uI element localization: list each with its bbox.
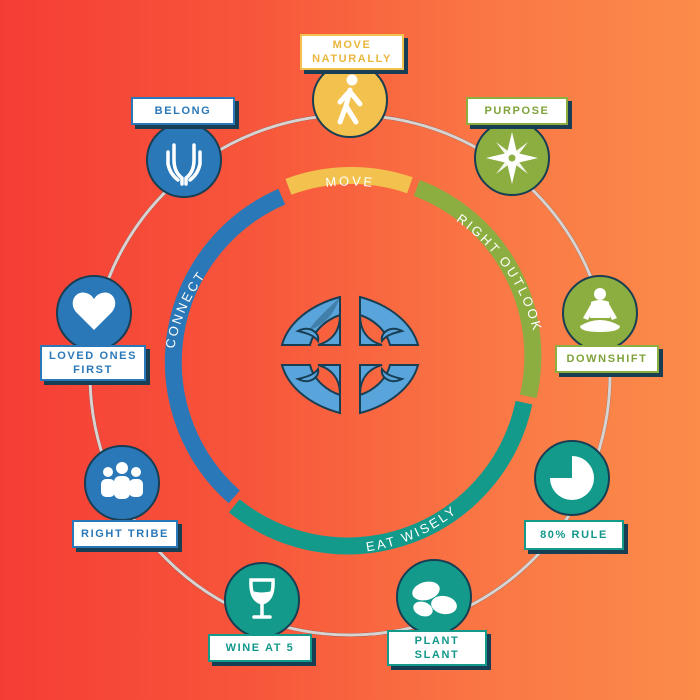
blue-zones-logo-icon: [280, 295, 420, 415]
label-plant-slant: PLANT SLANT: [387, 630, 487, 666]
node-wine-at-5: [224, 562, 300, 638]
node-right-tribe: [84, 445, 160, 521]
node-downshift: [562, 275, 638, 351]
beans-icon: [412, 581, 457, 617]
node-move-naturally: [312, 62, 388, 138]
label-80-rule: 80% RULE: [524, 520, 624, 550]
label-move-naturally: MOVE NATURALLY: [300, 34, 404, 70]
inner-ring-segment-eat-wisely: [228, 400, 533, 555]
label-downshift: DOWNSHIFT: [555, 345, 659, 373]
inner-ring-label-right-outlook: RIGHT OUTLOOK: [454, 211, 545, 334]
walking-person-icon: [337, 74, 363, 125]
compass-star-icon: [486, 132, 538, 184]
node-circle-belong: [146, 122, 222, 198]
node-80-rule: [534, 440, 610, 516]
label-loved-ones-first: LOVED ONES FIRST: [40, 345, 146, 381]
label-wine-at-5: WINE AT 5: [208, 634, 312, 662]
heart-icon: [72, 292, 116, 330]
inner-ring-label-move: MOVE: [325, 173, 376, 190]
inner-ring-segment-right-outlook: [413, 179, 542, 399]
label-right-tribe: RIGHT TRIBE: [72, 520, 178, 548]
inner-ring-segment-connect: [164, 188, 286, 504]
group-people-icon: [101, 462, 143, 499]
meditation-icon: [580, 288, 620, 332]
label-belong: BELONG: [131, 97, 235, 125]
inner-ring-label-eat-wisely: EAT WISELY: [365, 502, 460, 554]
inner-ring-segment-move: [285, 166, 413, 195]
wine-glass-icon: [249, 578, 275, 619]
node-belong: [146, 122, 222, 198]
pie-chart-icon: [550, 456, 594, 500]
label-purpose: PURPOSE: [466, 97, 568, 125]
node-purpose: [474, 120, 550, 196]
raised-hands-icon: [166, 143, 202, 186]
node-plant-slant: [396, 559, 472, 635]
node-loved-ones-first: [56, 275, 132, 351]
